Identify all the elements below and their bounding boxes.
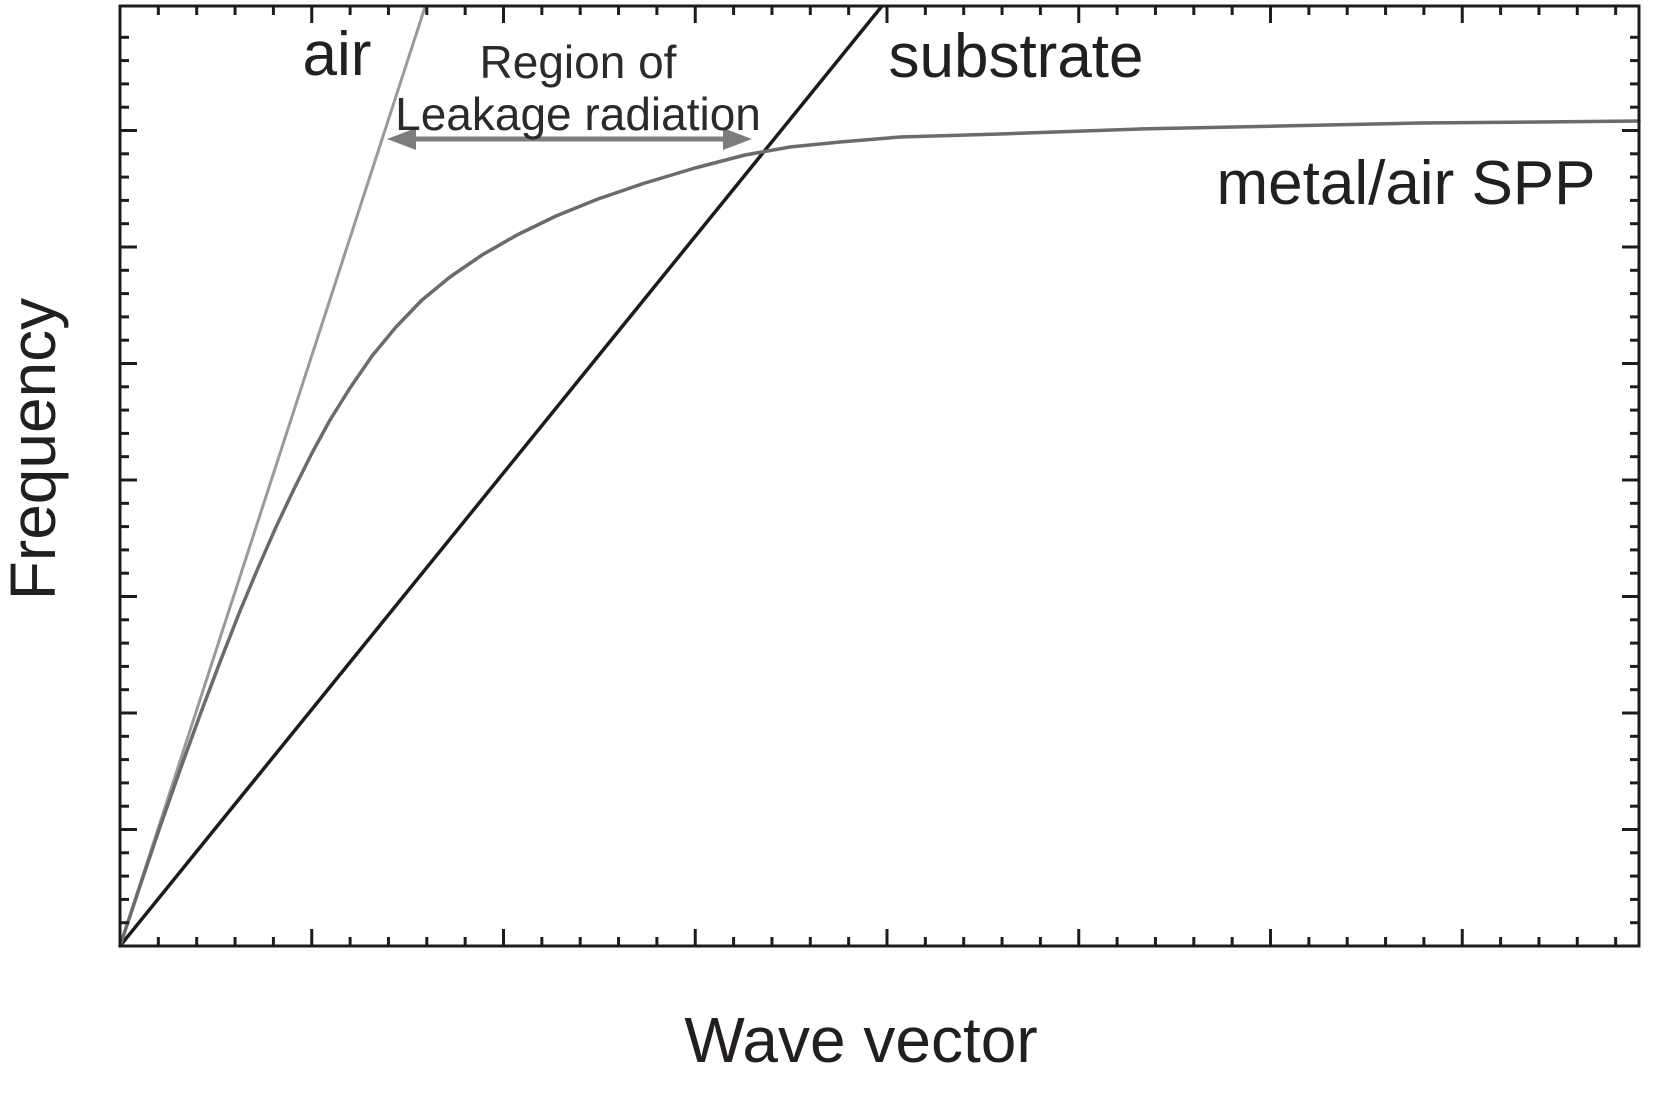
- spp-dispersion-curve: [118, 119, 1641, 948]
- annotation-line1: Region of: [479, 36, 677, 88]
- spp-curve-label: metal/air SPP: [1216, 149, 1596, 218]
- plot-frame: [118, 4, 1641, 948]
- air-light-line: [118, 6, 427, 947]
- substrate-light-line: [118, 4, 884, 948]
- air-curve-label: air: [302, 20, 372, 89]
- leakage-region-annotation: Region of Leakage radiation: [395, 36, 761, 140]
- x-axis-label: Wave vector: [684, 1004, 1038, 1076]
- y-axis-label: Frequency: [0, 297, 69, 601]
- substrate-curve-label: substrate: [888, 22, 1144, 91]
- annotation-line2: Leakage radiation: [395, 88, 761, 140]
- leakage-arrow-right-head: [723, 128, 752, 150]
- leakage-arrow-left-head: [387, 128, 416, 150]
